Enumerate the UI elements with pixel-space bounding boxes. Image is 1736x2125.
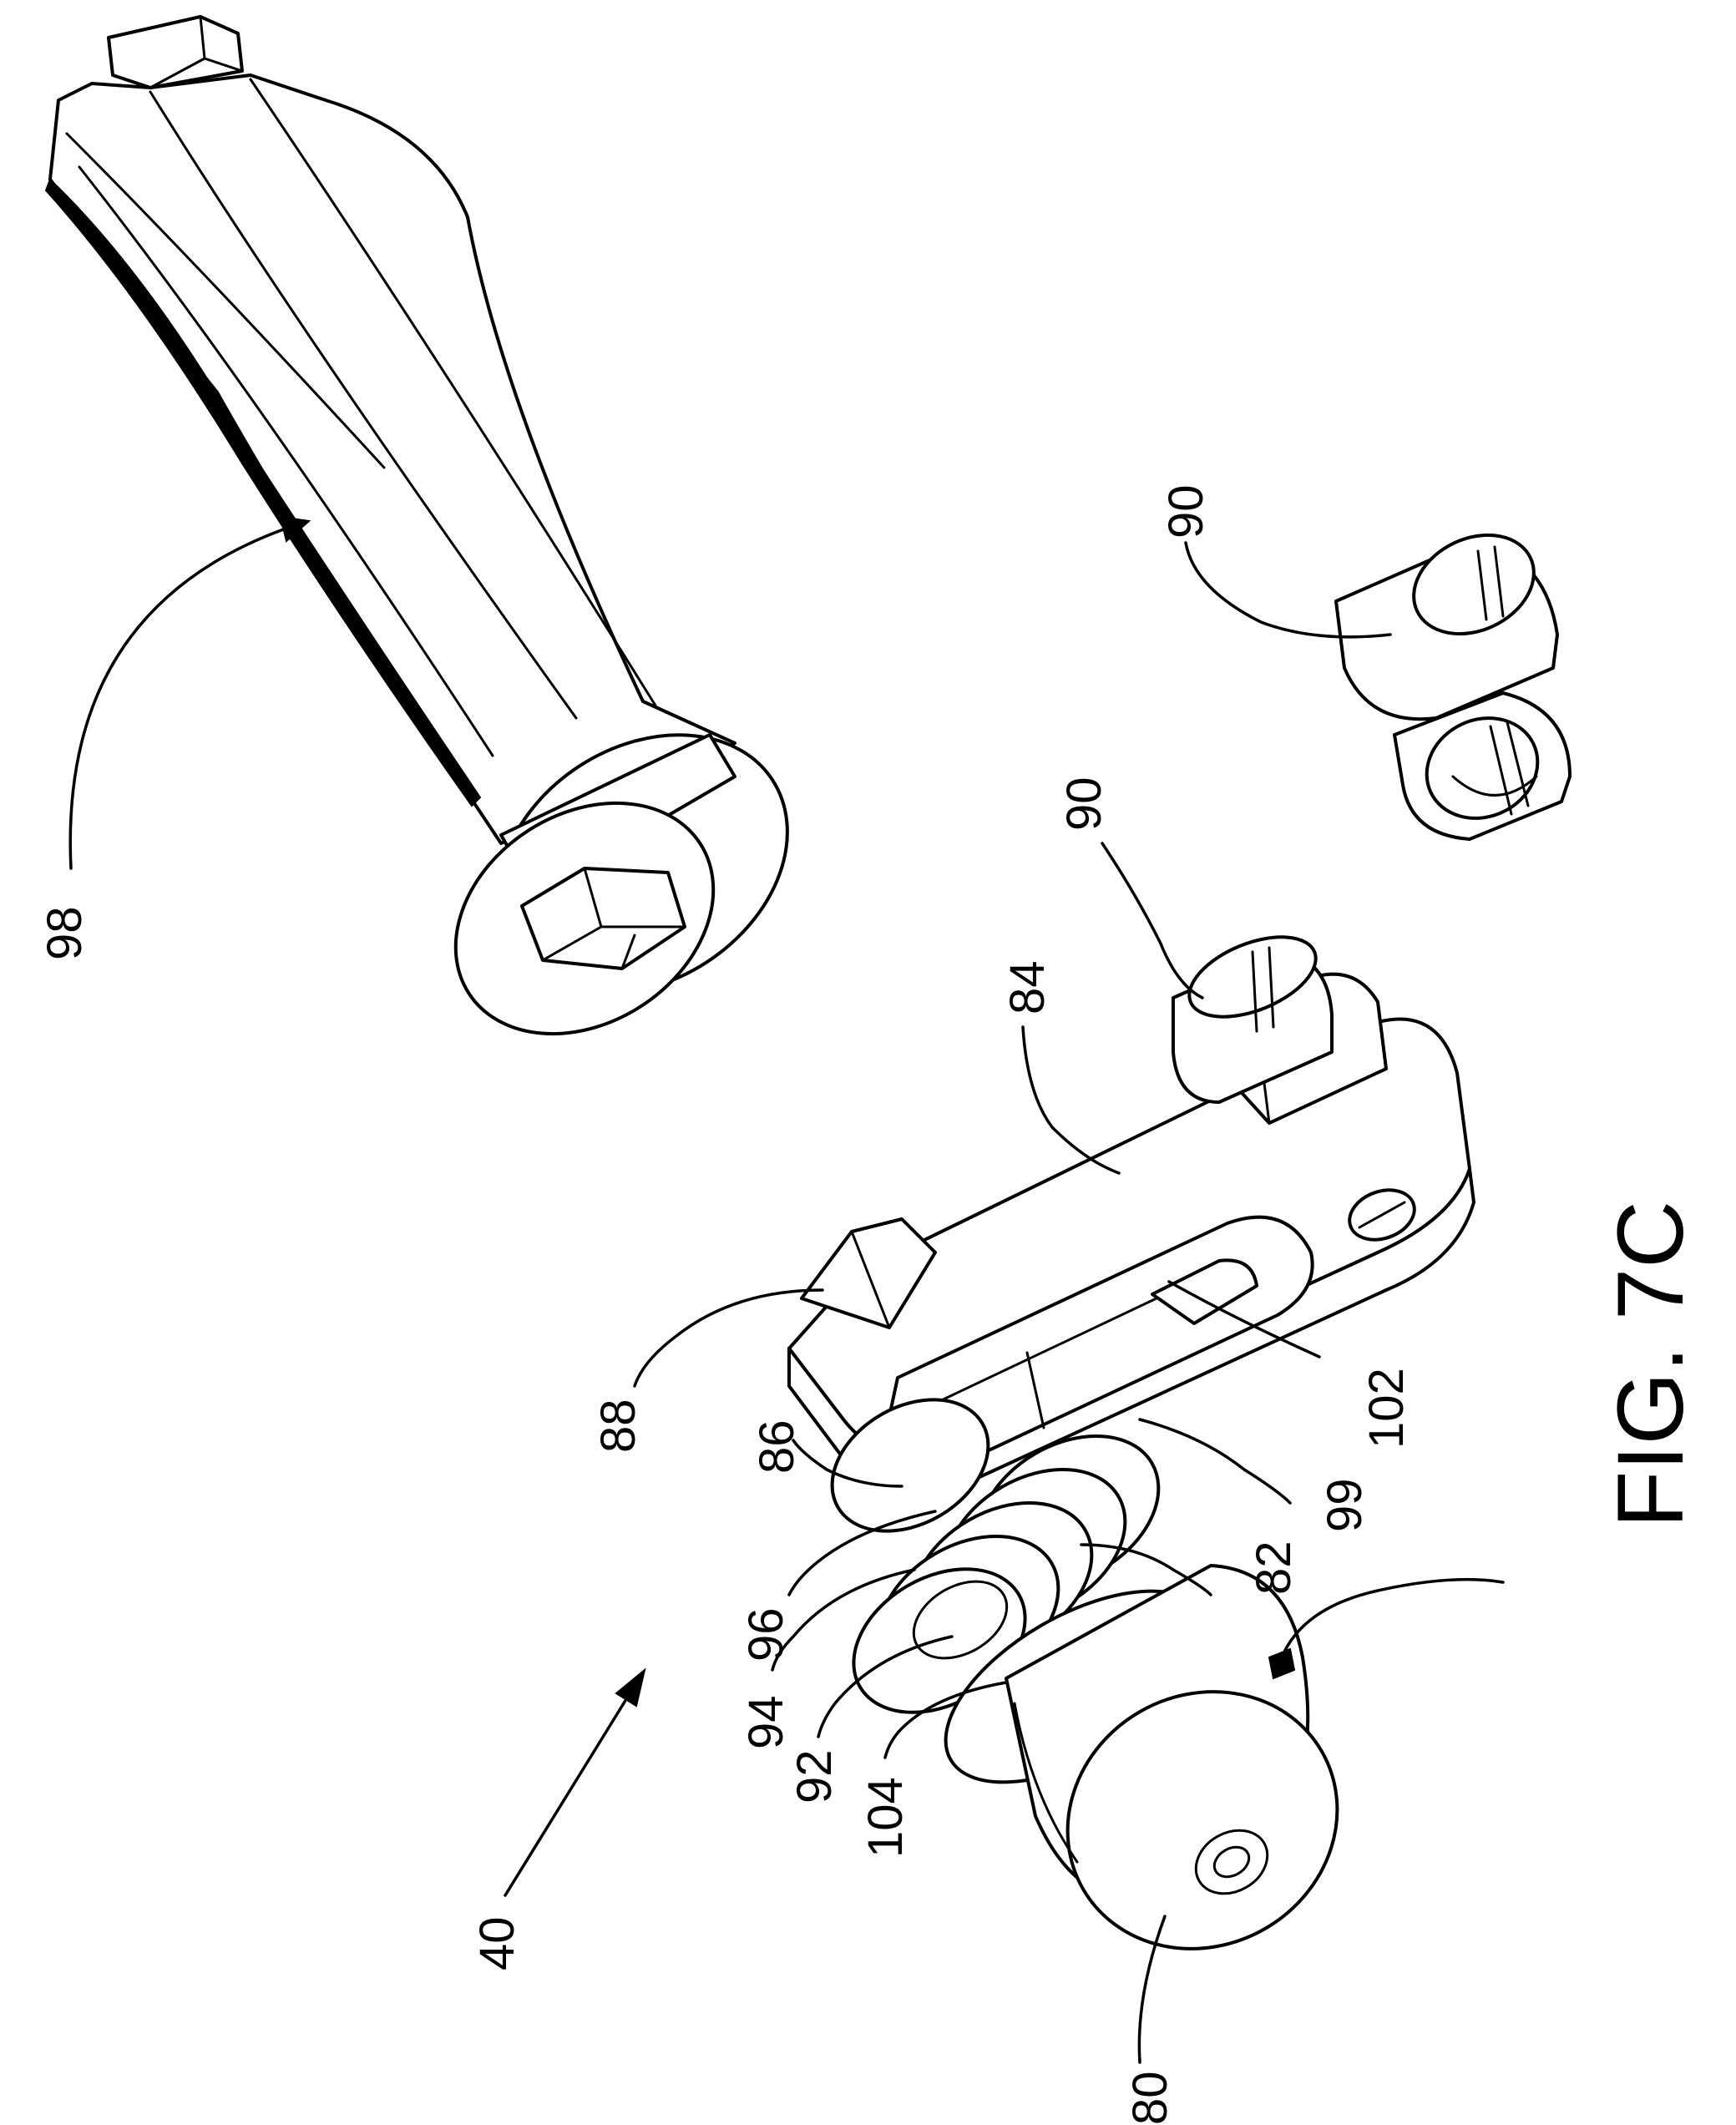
label-102: 102 bbox=[1359, 1368, 1414, 1449]
leader-102 bbox=[1167, 1280, 1321, 1358]
label-99: 99 bbox=[1318, 1478, 1372, 1532]
leader-86 bbox=[792, 1439, 903, 1488]
leader-40 bbox=[504, 1697, 628, 1897]
arrowhead-40 bbox=[615, 1667, 646, 1708]
label-94: 94 bbox=[739, 1695, 793, 1749]
label-84: 84 bbox=[1000, 960, 1055, 1014]
label-104: 104 bbox=[858, 1777, 913, 1858]
label-80: 80 bbox=[1123, 2071, 1177, 2125]
leader-96 bbox=[787, 1510, 937, 1596]
label-40: 40 bbox=[470, 1916, 524, 1971]
label-82: 82 bbox=[1247, 1541, 1301, 1595]
label-90-arm: 90 bbox=[1057, 777, 1111, 831]
label-86: 86 bbox=[750, 1419, 804, 1474]
leader-90a bbox=[1184, 541, 1392, 639]
label-92: 92 bbox=[787, 1749, 842, 1804]
leader-92 bbox=[817, 1635, 954, 1738]
label-88: 88 bbox=[591, 1399, 645, 1453]
leader-94 bbox=[771, 1568, 916, 1672]
leader-104 bbox=[883, 1681, 1008, 1759]
label-96: 96 bbox=[739, 1607, 793, 1662]
leader-knob-right bbox=[1280, 1577, 1505, 1659]
leader-88 bbox=[633, 1288, 824, 1388]
leader-90b bbox=[1101, 842, 1204, 999]
leader-84 bbox=[1021, 1025, 1121, 1175]
pin-90 bbox=[1334, 533, 1572, 841]
label-98: 98 bbox=[38, 906, 92, 960]
tool-handle-98 bbox=[44, 15, 789, 1036]
arrowhead-98 bbox=[279, 515, 311, 543]
leader-98 bbox=[68, 526, 290, 870]
leader-82 bbox=[1080, 1543, 1212, 1596]
figure-caption: FIG. 7C bbox=[1598, 1201, 1703, 1528]
shaft-spring-assembly bbox=[830, 1398, 1339, 1950]
label-90-pin: 90 bbox=[1159, 484, 1213, 539]
leader-80 bbox=[1137, 1915, 1167, 2064]
leader-99 bbox=[1138, 1418, 1292, 1505]
